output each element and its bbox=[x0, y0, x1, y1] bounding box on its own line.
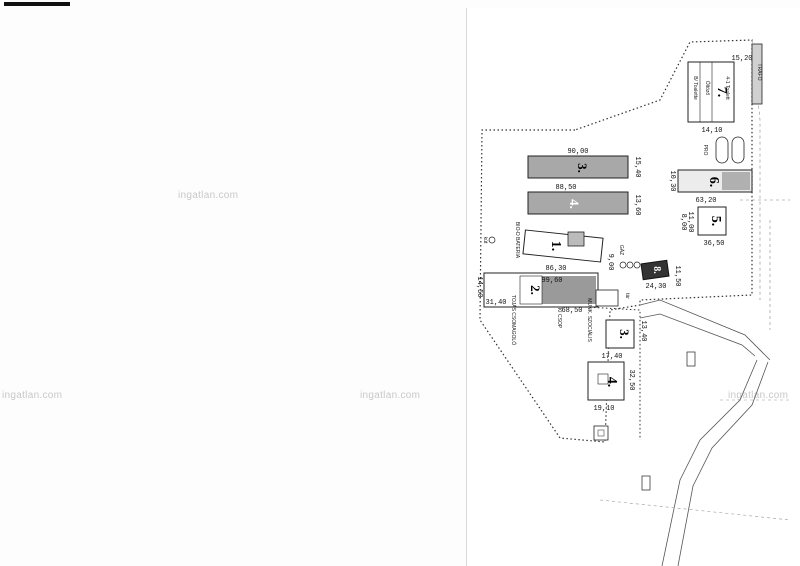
building-7-number: 7. bbox=[714, 87, 729, 98]
building-8 bbox=[640, 259, 670, 281]
building-1-number: 1. bbox=[548, 241, 563, 252]
building-5-height: 11,00 bbox=[686, 211, 694, 232]
tank bbox=[731, 136, 745, 164]
building-6-width: 63,20 bbox=[695, 197, 716, 205]
building-7-label-c: 4-1 Toalett bbox=[724, 76, 730, 100]
building-8-number: 8. bbox=[651, 266, 662, 274]
road bbox=[661, 359, 758, 566]
building-2-label-b: KI CSOP bbox=[556, 308, 562, 329]
building-7-width: 15,20 bbox=[731, 55, 752, 63]
small-building-4-width: 19,10 bbox=[593, 405, 614, 413]
building-3-number: 3. bbox=[575, 163, 590, 173]
outbuilding bbox=[686, 351, 696, 367]
pro-label: PRO bbox=[702, 145, 708, 156]
building-4 bbox=[527, 191, 629, 215]
building-3 bbox=[527, 155, 629, 179]
building-2-width-2: 31,40 bbox=[485, 299, 506, 307]
silo bbox=[619, 261, 627, 269]
silo bbox=[633, 261, 641, 269]
road bbox=[639, 299, 771, 361]
gaz-label: GÁZ bbox=[618, 245, 625, 255]
building-5-width: 36,50 bbox=[703, 240, 724, 248]
tank bbox=[715, 136, 729, 164]
silo bbox=[626, 261, 634, 269]
trafo-label: TRAFO bbox=[756, 64, 762, 81]
small-building-4-number: 4. bbox=[604, 377, 619, 388]
building-7-label-b: Öltöző bbox=[704, 81, 711, 96]
watermark: ingatlan.com bbox=[178, 190, 239, 201]
building-2-height: 14,50 bbox=[475, 276, 483, 297]
building-1-width: 86,30 bbox=[545, 265, 566, 273]
watermark: ingatlan.com bbox=[728, 390, 789, 401]
building-2-label-d: MUNK. SZOCIÁLIS bbox=[586, 298, 593, 342]
building-2-width: 99,60 bbox=[541, 277, 562, 285]
building-3-width: 90,00 bbox=[567, 148, 588, 156]
well-label: kút bbox=[482, 237, 488, 244]
small-building-3 bbox=[605, 319, 635, 349]
building-7 bbox=[687, 61, 735, 123]
building-2-label-a: TOJÁS CSOMAGOLÓ bbox=[510, 295, 517, 345]
building-3-height: 15,40 bbox=[633, 156, 641, 177]
well bbox=[488, 236, 496, 244]
building-6-number: 6. bbox=[706, 177, 721, 188]
building-8-width: 24,30 bbox=[645, 283, 666, 291]
building-4-number: 4. bbox=[567, 199, 582, 209]
building-2-label-c: 68,50 bbox=[561, 307, 582, 315]
building-1-height: 9,00 bbox=[606, 254, 614, 271]
building-7-height: 14,10 bbox=[701, 127, 722, 135]
building-7-strip bbox=[751, 43, 763, 105]
road bbox=[677, 361, 769, 566]
small-building-3-height: 13,40 bbox=[639, 320, 647, 341]
building-4-width: 88,50 bbox=[555, 184, 576, 192]
road-dashed bbox=[599, 399, 791, 521]
tar-label: tár bbox=[624, 293, 630, 299]
building-2-number: 2. bbox=[528, 285, 543, 295]
road-dashed bbox=[740, 199, 790, 330]
road bbox=[639, 313, 756, 357]
building-1-label: BIO-D BATERIA bbox=[514, 222, 520, 259]
building-6-height: 10,30 bbox=[668, 170, 676, 191]
watermark: ingatlan.com bbox=[2, 390, 63, 401]
small-building-3-number: 3. bbox=[617, 329, 632, 339]
shed bbox=[567, 231, 585, 247]
watermark: ingatlan.com bbox=[360, 390, 421, 401]
building-5 bbox=[697, 206, 727, 236]
dimension-label: 8,00 bbox=[679, 214, 687, 231]
annex bbox=[595, 289, 619, 307]
building-7-label-a: B/ Toalette bbox=[692, 76, 698, 100]
small-building-3-width: 17,40 bbox=[601, 353, 622, 361]
building-4-height: 13,60 bbox=[633, 194, 641, 215]
building-8-height: 11,50 bbox=[673, 265, 681, 286]
top-rule bbox=[4, 2, 70, 6]
small-building-4-height: 32,50 bbox=[627, 369, 635, 390]
outbuilding bbox=[641, 475, 651, 491]
building-5-number: 5. bbox=[708, 216, 723, 227]
